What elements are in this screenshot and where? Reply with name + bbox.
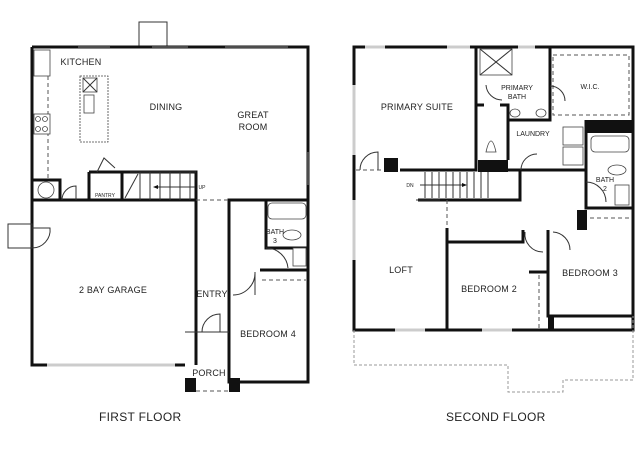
door-swing [485, 84, 503, 101]
burner-icon [35, 126, 41, 132]
primary-suite-wall [400, 47, 478, 172]
room-label-great-room-1: GREAT [237, 110, 269, 120]
door-swing [232, 271, 256, 296]
roof-outline [353, 316, 634, 393]
room-label-pantry: PANTRY [95, 193, 115, 199]
porch-column [185, 378, 196, 392]
first-floor-exterior-top [32, 45, 310, 200]
room-label-great-room-2: ROOM [239, 122, 268, 132]
stairs-second-floor [416, 170, 522, 228]
fireplace-chase [138, 21, 168, 48]
room-label-bath2-2: 2 [603, 186, 607, 193]
sink [83, 94, 95, 114]
bedroom4-walls [227, 198, 310, 384]
first-floor-exterior-left [30, 47, 185, 367]
fridge [33, 49, 51, 77]
room-label-primary-bath-1: PRIMARY [501, 85, 533, 92]
door-swing [524, 231, 544, 253]
room-label-loft: LOFT [389, 265, 413, 275]
pantry-door [96, 157, 116, 173]
bath2-wall [584, 170, 633, 210]
room-label-kitchen: KITCHEN [61, 57, 102, 67]
bathtub [267, 202, 307, 220]
chase [586, 120, 633, 133]
bathtub [590, 135, 630, 153]
utility-wall [32, 178, 62, 200]
door-swing [520, 153, 538, 171]
room-label-bath3-2: 3 [273, 238, 277, 245]
toilet [607, 164, 627, 176]
burner-icon [42, 116, 48, 122]
room-label-bedroom4: BEDROOM 4 [240, 329, 296, 339]
first-floor-plan: KITCHEN DINING GREAT ROOM PANTRY UP BATH… [7, 21, 310, 392]
column [384, 158, 398, 172]
room-label-bath2-1: BATH [596, 177, 614, 184]
stairs-down-label: DN [406, 183, 414, 189]
room-label-primary-suite: PRIMARY SUITE [381, 102, 453, 112]
room-label-wic: W.I.C. [580, 84, 599, 91]
toilet [485, 140, 497, 153]
door-swing [552, 231, 571, 251]
shower-x [479, 48, 513, 76]
burner-icon [42, 126, 48, 132]
dishwasher-x [82, 77, 98, 93]
room-label-entry: ENTRY [196, 289, 227, 299]
toilet [282, 229, 302, 241]
bedroom2-top-wall [447, 230, 525, 244]
column [577, 210, 587, 230]
primary-bath-wall [508, 47, 552, 122]
dryer [562, 146, 584, 166]
vanity [614, 184, 630, 206]
burner-icon [35, 116, 41, 122]
room-label-bedroom2: BEDROOM 2 [461, 284, 517, 294]
water-heater [37, 181, 55, 199]
room-label-laundry: LAUNDRY [516, 131, 550, 138]
porch-column [229, 378, 240, 392]
room-label-porch: PORCH [192, 368, 226, 378]
side-stoop [7, 223, 33, 249]
sink [509, 108, 521, 118]
column [478, 160, 508, 172]
washer [562, 126, 584, 146]
front-door [201, 313, 221, 333]
door-swing [265, 247, 289, 269]
door-swing [359, 151, 379, 171]
room-label-garage: 2 BAY GARAGE [79, 285, 147, 295]
door-swing [585, 181, 607, 203]
door-swing [61, 185, 77, 201]
stairs-first-floor [124, 171, 196, 200]
room-label-bath3-1: BATH [266, 229, 284, 236]
room-label-bedroom3: BEDROOM 3 [562, 268, 618, 278]
wc-wall [476, 103, 510, 160]
second-floor-caption: SECOND FLOOR [446, 410, 546, 424]
stairs-up-label: UP [199, 185, 207, 191]
column [548, 316, 554, 330]
room-label-dining: DINING [150, 102, 183, 112]
first-floor-caption: FIRST FLOOR [99, 410, 182, 424]
wic-shelving [552, 54, 630, 116]
sink [535, 108, 547, 118]
room-label-primary-bath-2: BATH [508, 94, 526, 101]
vanity [292, 247, 307, 267]
door-swing [549, 85, 566, 102]
second-floor-plan: PRIMARY SUITE PRIMARY BATH W.I.C. LAUNDR… [352, 45, 635, 393]
door-swing [31, 227, 51, 249]
